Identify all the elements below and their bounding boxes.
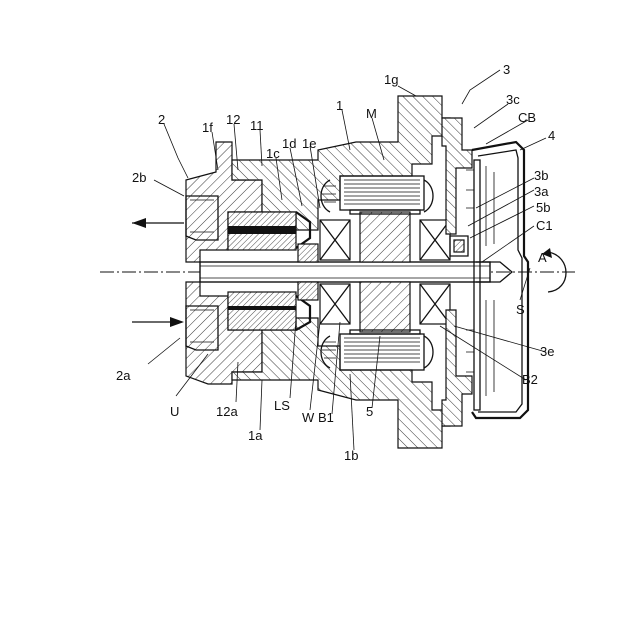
label-u: U xyxy=(170,404,179,419)
label-1b: 1b xyxy=(344,448,358,463)
label-1a: 1a xyxy=(248,428,263,443)
label-5: 5 xyxy=(366,404,373,419)
label-m: M xyxy=(366,106,377,121)
label-a: A xyxy=(538,250,547,265)
label-b2: B2 xyxy=(522,372,538,387)
label-1f: 1f xyxy=(202,120,213,135)
label-4: 4 xyxy=(548,128,555,143)
label-1e: 1e xyxy=(302,136,316,151)
label-ls: LS xyxy=(274,398,290,413)
label-2: 2 xyxy=(158,112,165,127)
label-w: W xyxy=(302,410,315,425)
shaft xyxy=(200,262,490,282)
label-1: 1 xyxy=(336,98,343,113)
circuit-board xyxy=(466,160,480,410)
label-2b: 2b xyxy=(132,170,146,185)
label-1d: 1d xyxy=(282,136,296,151)
label-3b: 3b xyxy=(534,168,548,183)
label-c1: C1 xyxy=(536,218,553,233)
label-3: 3 xyxy=(503,62,510,77)
inlet-arrow xyxy=(132,317,184,327)
label-2a: 2a xyxy=(116,368,131,383)
label-b1: B1 xyxy=(318,410,334,425)
label-s: S xyxy=(516,302,525,317)
label-12a: 12a xyxy=(216,404,238,419)
label-3a: 3a xyxy=(534,184,549,199)
label-3e: 3e xyxy=(540,344,554,359)
label-11: 11 xyxy=(250,118,264,133)
label-1c: 1c xyxy=(266,146,280,161)
label-5b: 5b xyxy=(536,200,550,215)
label-cb: CB xyxy=(518,110,536,125)
label-1g: 1g xyxy=(384,72,398,87)
label-3c: 3c xyxy=(506,92,520,107)
outlet-arrow xyxy=(132,218,184,228)
label-12: 12 xyxy=(226,112,240,127)
